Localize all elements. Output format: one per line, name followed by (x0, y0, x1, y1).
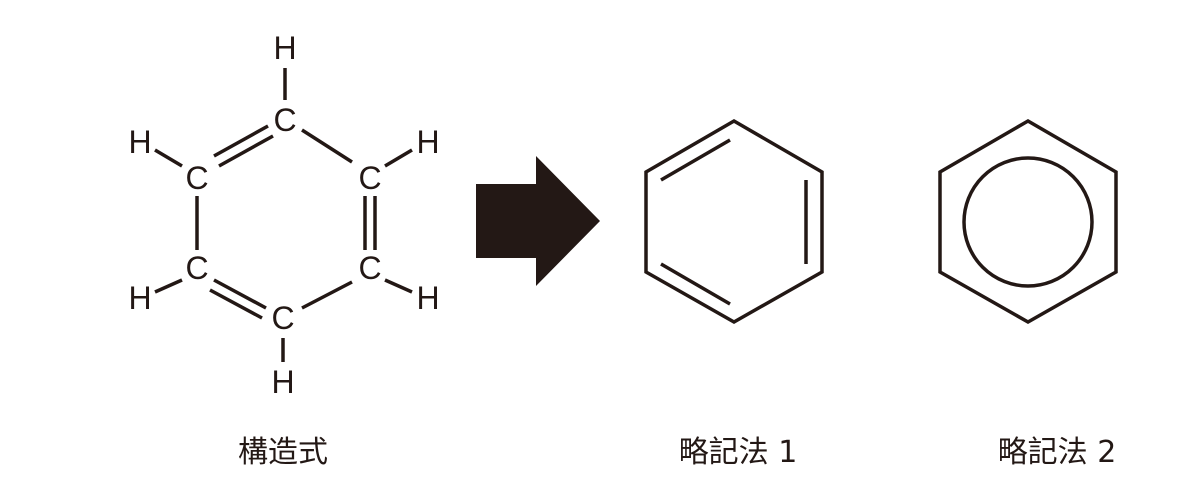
right-arrow-icon (476, 156, 600, 286)
bond-cc-double (213, 124, 269, 158)
carbon-atom: C (185, 160, 208, 196)
hydrogen-atom: H (128, 280, 151, 316)
bond-cc-single (301, 280, 353, 310)
hydrogen-atom: H (273, 30, 296, 66)
bond-cc-double (213, 278, 267, 310)
bond-cc-double (218, 134, 274, 168)
hydrogen-atom: H (128, 124, 151, 160)
bond-cc-single (301, 128, 353, 164)
carbon-atom: C (273, 102, 296, 138)
inner-double-bond (660, 138, 731, 182)
carbon-atom: C (358, 160, 381, 196)
hydrogen-atom: H (271, 364, 294, 400)
structural-formula-atoms: C C C C C C H H H H H H (128, 30, 439, 400)
aromatic-hexagon (938, 118, 1118, 325)
structural-formula-bonds (154, 68, 413, 362)
abbreviation-1-label: 略記法 1 (679, 435, 798, 470)
bond-ch-upper-right (384, 148, 413, 168)
kekule-hexagon (644, 118, 824, 325)
structural-formula-label: 構造式 (238, 435, 328, 470)
bond-ch-lower-right (384, 278, 413, 294)
abbreviation-2-label: 略記法 2 (998, 435, 1117, 470)
aromatic-circle (962, 156, 1094, 288)
carbon-atom: C (271, 300, 294, 336)
bond-ch-upper-left (154, 148, 183, 168)
carbon-atom: C (185, 250, 208, 286)
carbon-atom: C (358, 250, 381, 286)
inner-double-bond (660, 262, 731, 306)
hydrogen-atom: H (416, 280, 439, 316)
hydrogen-atom: H (416, 124, 439, 160)
bond-cc-double (209, 288, 263, 320)
bond-ch-lower-left (154, 278, 183, 294)
